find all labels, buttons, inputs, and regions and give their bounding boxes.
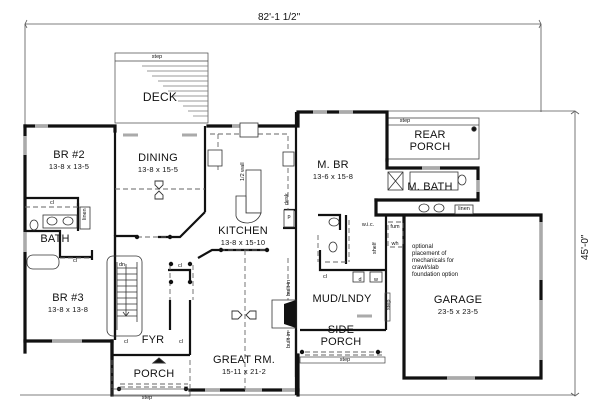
stair-down-label: dn <box>118 262 126 268</box>
closet-label-br2: cl <box>50 200 54 206</box>
room-name: M. BATH <box>407 181 453 193</box>
overall-width-label: 82'-1 1/2" <box>258 12 301 23</box>
room-name: BATH <box>40 233 70 245</box>
room-great-room: GREAT RM. 15-11 x 21-2 <box>213 355 275 376</box>
step-label-garage: step <box>386 299 392 310</box>
closet-label-foyer-left: cl <box>124 339 128 345</box>
room-name: BR #3 <box>52 292 84 304</box>
room-garage: GARAGE 23-5 x 23-5 <box>434 295 482 316</box>
water-heater-label: wh <box>391 241 399 247</box>
half-wall-label: 1/2 wall <box>240 162 246 181</box>
room-name: GREAT RM. <box>213 354 275 366</box>
room-name: MUD/LNDY <box>312 293 372 305</box>
room-porch: PORCH <box>134 369 175 380</box>
step-label-side-porch: step <box>339 357 351 363</box>
dryer-label: d <box>358 277 362 283</box>
room-master-bedroom: M. BR 13-6 x 15-8 <box>313 160 353 181</box>
desk-label: desk <box>284 193 290 205</box>
built-in-label-upper: built-in <box>286 279 292 296</box>
step-label-deck: step <box>151 54 163 60</box>
deck-structure <box>114 52 209 124</box>
room-dimensions: 13-8 x 13-8 <box>47 305 89 314</box>
room-bath: BATH <box>40 234 69 245</box>
linen-label-master-bath: linen <box>458 206 470 212</box>
closet-label-mud: cl <box>323 274 327 280</box>
room-kitchen: KITCHEN 13-8 x 15-10 <box>218 226 268 247</box>
room-name: M. BR <box>317 159 349 171</box>
room-name: PORCH <box>133 368 175 380</box>
room-dimensions: 13-8 x 13-5 <box>48 162 90 171</box>
steps <box>111 292 391 397</box>
room-name: GARAGE <box>433 294 483 306</box>
room-name: SIDE PORCH <box>320 324 362 348</box>
room-br2: BR #2 13-8 x 13-5 <box>49 150 89 171</box>
room-deck: DECK <box>143 91 177 103</box>
room-dimensions: 13-8 x 15-10 <box>220 238 266 247</box>
fixtures <box>26 122 474 329</box>
room-name: DECK <box>142 90 178 104</box>
room-br3: BR #3 13-8 x 13-8 <box>48 293 88 314</box>
walk-in-closet-label: w.i.c. <box>361 222 375 228</box>
step-label-porch: step <box>141 395 153 401</box>
room-dimensions: 13-6 x 15-8 <box>312 172 354 181</box>
room-foyer: FYR <box>142 335 165 346</box>
room-master-bath: M. BATH <box>407 182 452 193</box>
built-in-label-lower: built-in <box>286 331 292 348</box>
room-side-porch: SIDE PORCH <box>316 324 366 348</box>
fireplace-firebox <box>284 300 296 328</box>
interior-walls <box>25 112 388 395</box>
overall-width-dimension-line <box>24 19 542 126</box>
washer-label: w <box>374 277 378 283</box>
room-name: REAR PORCH <box>409 129 451 153</box>
stair <box>106 255 143 337</box>
shelf-label: shelf <box>372 242 378 254</box>
linen-label-bath: linen <box>82 208 88 220</box>
room-dimensions: 13-8 x 15-5 <box>137 165 179 174</box>
step-label-rear-porch: step <box>399 118 411 124</box>
room-mud-laundry: MUD/LNDY <box>312 294 371 305</box>
room-name: BR #2 <box>53 149 85 161</box>
closet-label-br3: cl <box>73 258 77 264</box>
mechanicals-note: optional placement of mechanicals for cr… <box>412 244 459 278</box>
center-arrows <box>151 180 257 364</box>
closet-label-foyer-right: cl <box>179 339 183 345</box>
closet-label-coat: cl <box>178 263 182 269</box>
pantry-label: p <box>287 214 291 220</box>
overall-depth-label: 45'-0" <box>580 234 591 260</box>
room-name: KITCHEN <box>218 225 268 237</box>
room-name: FYR <box>141 334 165 346</box>
room-dining: DINING 13-8 x 15-5 <box>138 153 178 174</box>
furnace-label: fum <box>390 224 400 230</box>
room-dimensions: 23-5 x 23-5 <box>437 307 479 316</box>
room-name: DINING <box>138 152 178 164</box>
room-rear-porch: REAR PORCH <box>405 129 455 153</box>
overall-depth-dimension-line <box>20 110 580 397</box>
room-dimensions: 15-11 x 21-2 <box>222 367 266 376</box>
